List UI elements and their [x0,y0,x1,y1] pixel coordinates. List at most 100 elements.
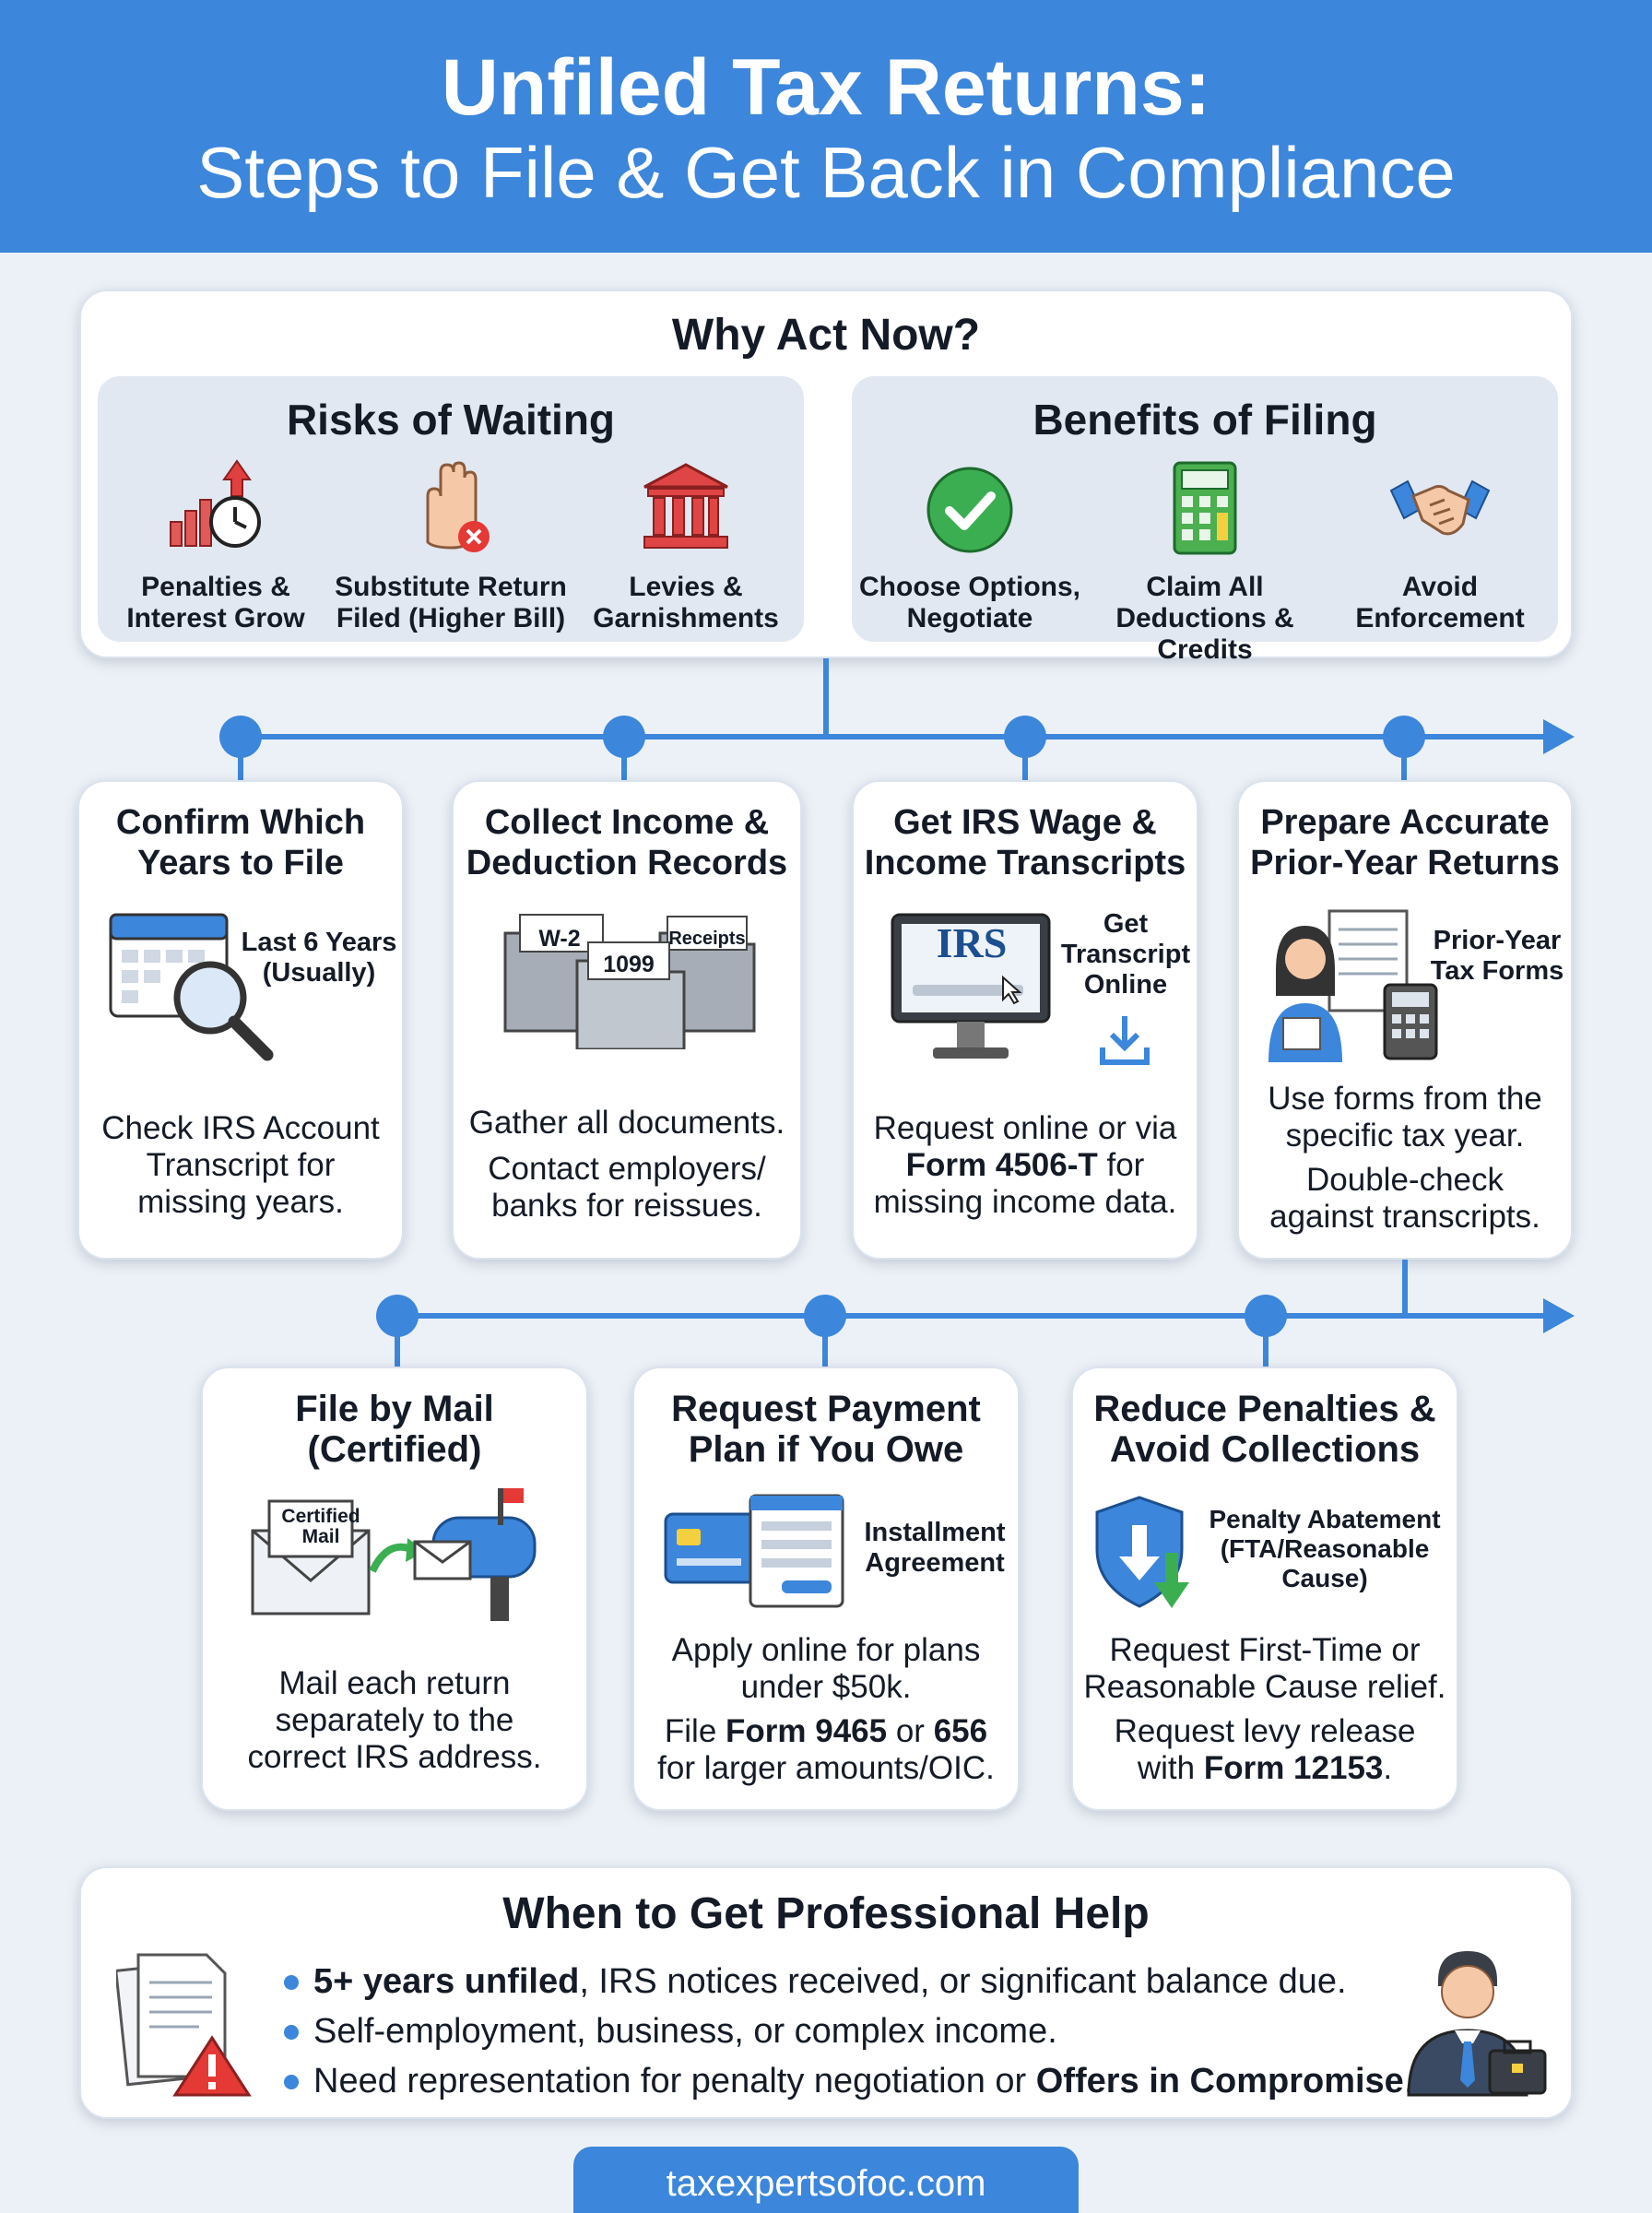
step-caption-line2: (Usually) [262,958,376,988]
step-desc-form-12153: Form 12153 [1203,1750,1384,1786]
step-title-line2: (Certified) [307,1429,482,1470]
step-desc-form: Form 4506-T [905,1147,1098,1183]
step-desc-line2: under $50k. [740,1669,912,1705]
step-title-line2: Years to File [137,844,344,882]
benefits-title: Benefits of Filing [1032,396,1377,444]
timeline-dot [1004,716,1046,758]
risk-label-line1: Substitute Return [335,572,567,602]
step-card-collect-records: Collect Income &Deduction Records W-2 10… [452,780,802,1260]
header-banner: Unfiled Tax Returns: Steps to File & Get… [0,0,1652,253]
step-desc-line3: Double-check [1306,1162,1504,1198]
benefits-panel: Benefits of Filing Choose Options,Negoti… [852,376,1558,665]
risk-label-line1: Penalties & [141,572,290,602]
step-desc-line1: Request online or via [873,1110,1177,1146]
step-desc-line2: for [1097,1147,1145,1183]
benefit-label-line2: Enforcement [1355,603,1525,633]
person-tax-forms-icon [1268,909,1438,1062]
timeline-stem [395,1335,400,1367]
bullet-bold: 5+ years unfiled [313,1962,580,2001]
step-caption-line2: (FTA/Reasonable [1220,1534,1430,1563]
advisor-briefcase-icon [1407,1951,1547,2097]
timeline-dot [376,1295,419,1337]
step-title-line2: Avoid Collections [1109,1429,1421,1470]
risks-panel: Risks of Waiting Penalties &Interest Gro… [98,376,804,642]
check-circle-icon [926,467,1013,553]
step-desc-line2: Reasonable Cause relief. [1083,1669,1446,1705]
step-desc-line1: Gather all documents. [468,1105,785,1141]
timeline-stem [822,1335,828,1367]
step-desc-line2: Transcript for [146,1147,336,1183]
step-title-line2: Plan if You Owe [688,1429,964,1470]
step-title-line1: File by Mail [295,1389,494,1429]
timeline-dot [1383,716,1425,758]
step-title-line1: Reduce Penalties & [1093,1389,1436,1429]
step-card-reduce-penalties: Reduce Penalties &Avoid Collections Pena… [1071,1367,1458,1811]
timeline-line-2 [395,1313,1565,1319]
step-title-line1: Request Payment [671,1389,981,1429]
receipts-tag: Receipts [668,929,746,949]
risks-title: Risks of Waiting [286,396,616,444]
step-desc-line3: missing years. [137,1184,344,1220]
step-caption-line1: Installment [864,1518,1006,1547]
risk-item-levies: Levies &Garnishments [568,459,804,634]
step-title-line1: Confirm Which [115,803,366,842]
page-subtitle: Steps to File & Get Back in Compliance [196,132,1456,213]
irs-logo-text: IRS [936,919,1008,966]
bullet-text: Self-employment, business, or complex in… [313,2012,1057,2051]
step-desc-line2: separately to the [275,1702,514,1738]
calculator-icon [1173,461,1237,555]
step-desc-line3c: or [887,1713,934,1749]
step-caption-line1: Penalty Abatement [1209,1505,1441,1533]
step-title-line1: Get IRS Wage & [893,803,1157,842]
step-desc-line3: banks for reissues. [491,1188,762,1224]
document-folders-icon [503,914,756,1049]
risk-label-line2: Filed (Higher Bill) [336,603,566,633]
download-icon [1100,1016,1150,1065]
list-item: Self-employment, business, or complex in… [284,2006,1413,2056]
professional-help-list: 5+ years unfiled, IRS notices received, … [284,1957,1413,2106]
step-desc-line1: Apply online for plans [671,1632,981,1668]
step-title-line1: Collect Income & [484,803,770,842]
bullet-text: Need representation for penalty negotiat… [313,2062,1036,2101]
step-caption-line1: Get [1103,909,1149,939]
bullet-text: , IRS notices received, or significant b… [579,1962,1347,2001]
step-title-line2: Deduction Records [466,844,788,882]
professional-help-title: When to Get Professional Help [502,1889,1150,1938]
mail-tag-line1: Certified [281,1506,360,1527]
step-title-line2: Income Transcripts [864,844,1186,882]
raised-hand-icon [426,461,490,552]
why-act-now-card: Why Act Now? Risks of Waiting Penalties … [79,290,1573,665]
timeline-stem [1263,1335,1268,1367]
benefit-item-options: Choose Options,Negotiate [852,459,1088,634]
step-title-line1: Prepare Accurate [1260,803,1550,842]
timeline-stem [238,756,243,780]
timeline-connector [823,658,829,738]
website-url-badge[interactable]: taxexpertsofoc.com [573,2147,1079,2213]
benefit-label-line1: Avoid [1401,572,1479,602]
step-caption-line1: Prior-Year [1433,926,1562,955]
timeline-connector [1402,1260,1408,1315]
why-act-now-title: Why Act Now? [671,311,981,360]
benefit-label-line1: Choose Options, [859,572,1080,602]
step-caption-line1: Last 6 Years [241,928,397,957]
benefit-label-line1: Claim All [1146,572,1264,602]
step-caption-line2: Tax Forms [1430,956,1564,986]
page-title: Unfiled Tax Returns: [441,43,1211,132]
step-caption-line2: Transcript [1060,940,1191,969]
risk-label-line2: Garnishments [593,603,779,633]
document-warning-icon [116,1953,252,2097]
step-caption-line3: Cause) [1281,1564,1368,1592]
benefit-label-line2: Deductions & Credits [1115,603,1294,665]
step-title-line2: Prior-Year Returns [1250,844,1560,882]
step-desc-line1: Request First-Time or [1109,1632,1421,1668]
step-desc-line1: Mail each return [278,1665,511,1701]
step-desc-line4c: . [1383,1750,1393,1786]
list-item: Need representation for penalty negotiat… [284,2056,1413,2106]
step-desc-line4a: with [1137,1750,1204,1786]
list-item: 5+ years unfiled, IRS notices received, … [284,1957,1413,2006]
